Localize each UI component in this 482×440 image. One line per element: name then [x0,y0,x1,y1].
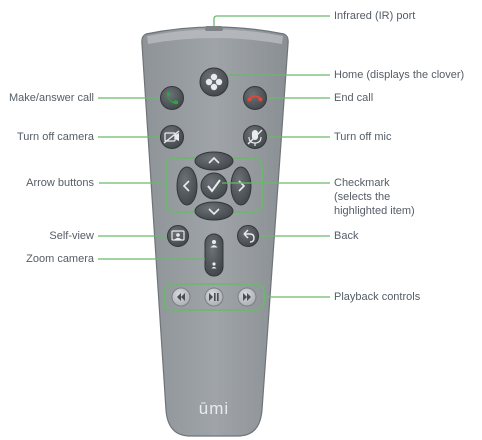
turn-off-camera-button[interactable] [160,125,184,149]
make-answer-call-button[interactable] [160,86,184,110]
label-zoom-camera: Zoom camera [26,253,94,265]
checkmark-icon [207,179,221,193]
play-pause-icon [209,293,219,301]
arrow-pad [165,151,263,221]
phone-red-icon [247,95,263,102]
rewind-button[interactable] [171,287,191,307]
camera-off-icon [163,130,180,144]
label-ir-port: Infrared (IR) port [334,10,416,22]
back-arrow-icon [243,229,255,243]
turn-off-mic-button[interactable] [243,125,267,149]
back-button[interactable] [237,225,259,247]
home-button[interactable] [199,67,229,97]
zoom-out-icon [211,262,217,269]
callout-line-ir [213,15,330,26]
label-make-answer-call: Make/answer call [9,92,94,104]
label-end-call: End call [334,92,374,104]
label-playback: Playback controls [334,291,421,303]
fast-forward-icon [243,293,251,301]
label-back: Back [334,230,359,242]
chevron-left-icon [182,180,190,192]
mic-off-icon [247,129,263,146]
label-home: Home (displays the clover) [334,69,465,81]
fast-forward-button[interactable] [237,287,257,307]
self-view-button[interactable] [167,225,189,247]
label-arrow-buttons: Arrow buttons [26,177,94,189]
self-view-icon [171,230,185,241]
label-mic-off: Turn off mic [334,131,392,143]
phone-green-icon [166,92,178,105]
clover-icon [205,73,223,91]
zoom-camera-rocker[interactable] [204,233,224,277]
label-checkmark: Checkmark (selects the highlighted item) [334,177,415,217]
label-self-view: Self-view [49,230,94,242]
chevron-down-icon [208,208,220,216]
arrow-left-button[interactable] [176,166,198,206]
play-pause-button[interactable] [204,287,224,307]
rewind-icon [177,293,185,301]
label-camera-off: Turn off camera [16,131,94,143]
brand-logo: ūmi [199,399,229,418]
callout-lines [98,15,330,298]
checkmark-button[interactable] [200,172,228,200]
arrow-right-button[interactable] [230,166,252,206]
ir-port [205,26,223,31]
end-call-button[interactable] [243,86,267,110]
arrow-up-button[interactable] [194,151,234,171]
zoom-in-icon [210,240,218,248]
arrow-down-button[interactable] [194,201,234,221]
chevron-up-icon [208,156,220,164]
playback-controls [163,283,265,311]
